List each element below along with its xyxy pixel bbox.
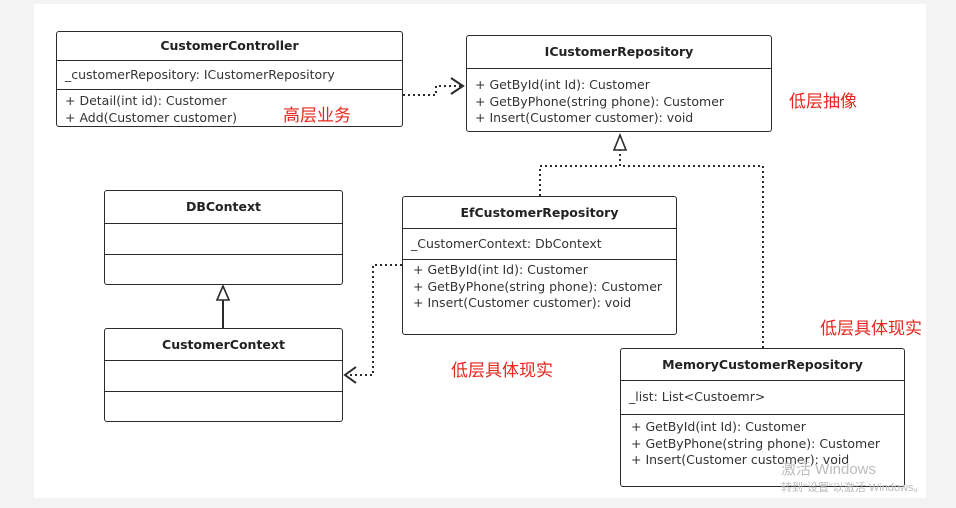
method: + Add(Customer customer) xyxy=(65,109,237,125)
class-dbcontext: DBContext xyxy=(104,190,343,285)
fields-section: _CustomerContext: DbContext xyxy=(403,229,676,260)
class-name: MemoryCustomerRepository xyxy=(621,349,904,381)
class-name: ICustomerRepository xyxy=(467,36,771,69)
activation-watermark-subtitle: 转到"设置"以激活 Windows。 xyxy=(781,482,925,494)
methods-section xyxy=(105,255,342,261)
realization-arrowhead-interface xyxy=(612,132,628,151)
method: + Detail(int id): Customer xyxy=(65,93,227,108)
note-low-impl-ef: 低层具体现实 xyxy=(451,361,553,381)
class-icustomer-repository: ICustomerRepository + GetById(int Id): C… xyxy=(466,35,772,132)
field: _CustomerContext: DbContext xyxy=(411,236,602,251)
class-ef-customer-repository: EfCustomerRepository _CustomerContext: D… xyxy=(402,196,677,335)
note-low-impl-memory: 低层具体现实 xyxy=(820,319,922,339)
method: + GetByPhone(string phone): Customer xyxy=(475,93,725,109)
class-name: CustomerController xyxy=(57,32,402,61)
class-name: EfCustomerRepository xyxy=(403,197,676,229)
inheritance-arrowhead-dbcontext xyxy=(215,283,231,301)
method: + Insert(Customer customer): void xyxy=(475,110,694,125)
class-name: CustomerContext xyxy=(105,329,342,361)
method: + Insert(Customer customer): void xyxy=(631,452,850,467)
method: + GetById(int Id): Customer xyxy=(475,77,650,92)
note-low-abstraction: 低层抽像 xyxy=(789,92,857,112)
dependency-controller-to-interface xyxy=(403,85,461,96)
dependency-arrowhead-interface xyxy=(450,77,465,95)
class-memory-customer-repository: MemoryCustomerRepository _list: List<Cus… xyxy=(620,348,905,487)
field: _list: List<Custoemr> xyxy=(629,389,766,404)
class-customer-context: CustomerContext xyxy=(104,328,343,422)
methods-section: + GetById(int Id): Customer + GetByPhone… xyxy=(403,260,676,312)
dependency-arrowhead-context xyxy=(343,366,357,384)
fields-section xyxy=(105,224,342,255)
fields-section xyxy=(105,361,342,392)
methods-section xyxy=(105,392,342,398)
class-customer-controller: CustomerController _customerRepository: … xyxy=(56,31,403,127)
fields-section: _list: List<Custoemr> xyxy=(621,381,904,415)
class-name: DBContext xyxy=(105,191,342,224)
methods-section: + Detail(int id): Customer + Add(Custome… xyxy=(57,90,402,129)
method: + GetById(int Id): Customer xyxy=(631,419,806,434)
field: _customerRepository: ICustomerRepository xyxy=(65,67,335,82)
realization-memory-to-interface xyxy=(620,165,764,348)
note-high-level: 高层业务 xyxy=(283,106,351,126)
activation-watermark-title: 激活 Windows xyxy=(781,461,877,478)
method: + GetByPhone(string phone): Customer xyxy=(631,435,881,451)
method: + GetById(int Id): Customer xyxy=(413,262,588,277)
dependency-ef-to-context xyxy=(348,264,402,376)
realization-ef-to-interface xyxy=(539,150,621,196)
fields-section: _customerRepository: ICustomerRepository xyxy=(57,61,402,90)
method: + GetByPhone(string phone): Customer xyxy=(413,278,663,294)
methods-section: + GetById(int Id): Customer + GetByPhone… xyxy=(621,415,904,469)
method: + Insert(Customer customer): void xyxy=(413,295,632,310)
methods-section: + GetById(int Id): Customer + GetByPhone… xyxy=(467,69,771,130)
